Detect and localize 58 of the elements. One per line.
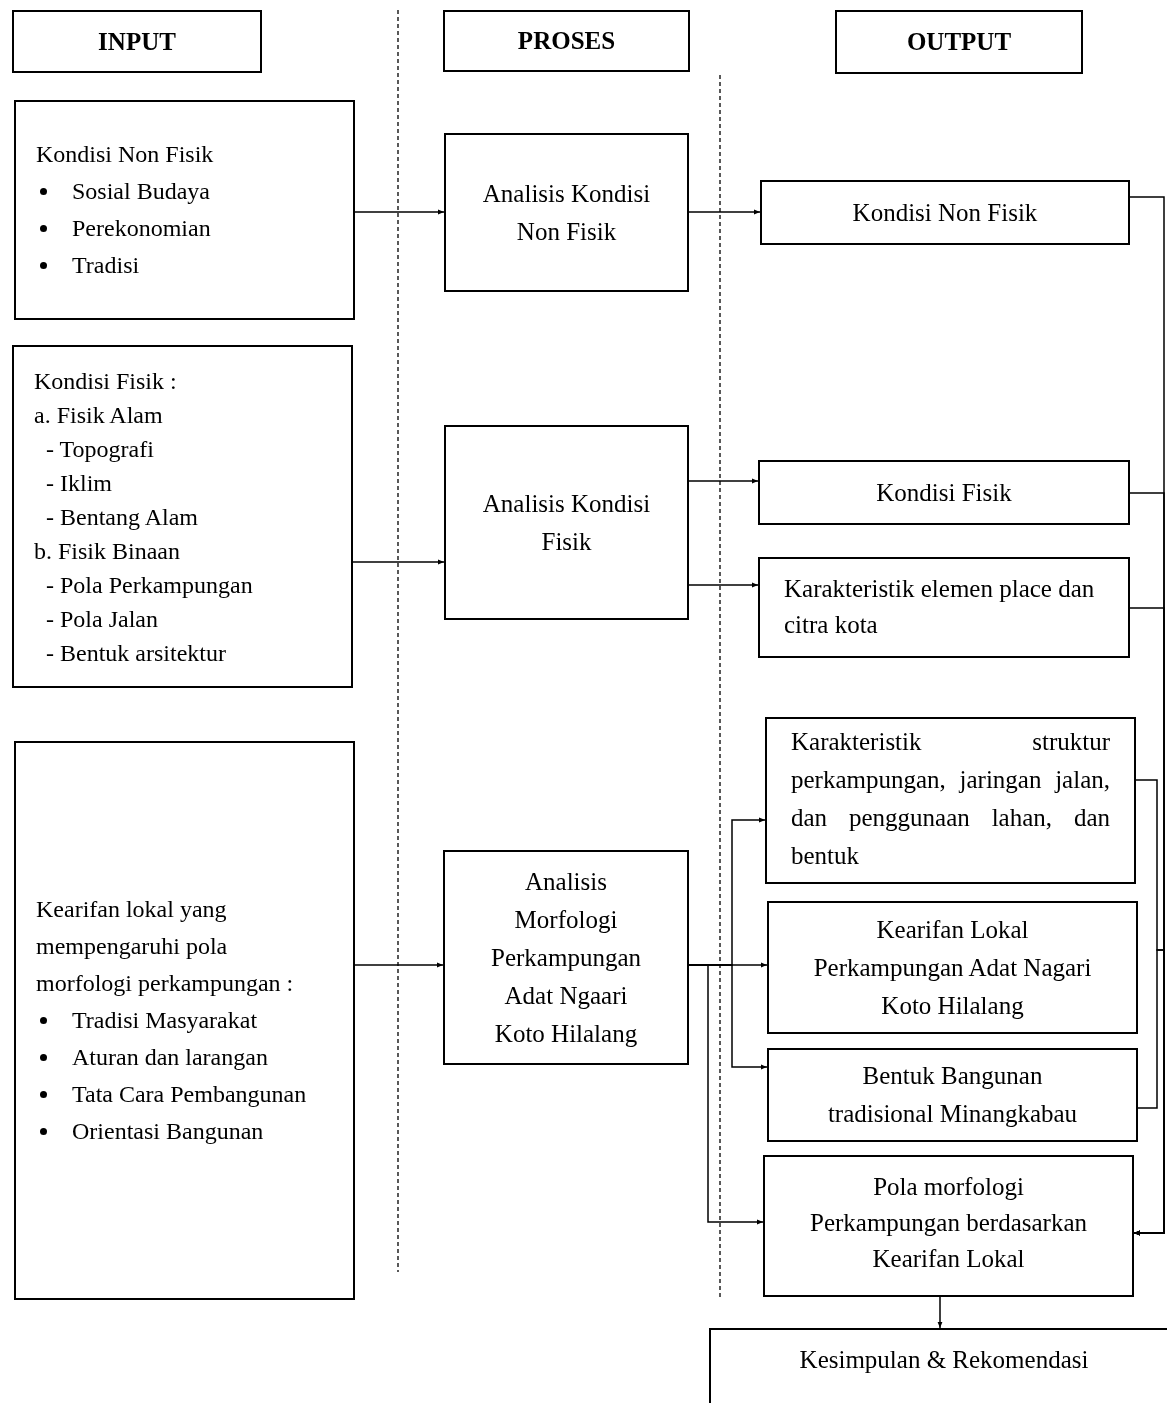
output-box [760,180,1130,245]
node-text: Tata Cara Pembangunan [72,1080,307,1109]
output-box [767,1048,1138,1142]
arrow [688,964,764,1225]
arrow [688,582,759,588]
node-text: Tradisi [72,251,140,280]
node-text: Kearifan Lokal Perkampungan Adat Nagari Koto Hilalang [813,914,1092,1021]
node-text: Analisis Kondisi Fisik [481,488,652,557]
arrow [937,1296,943,1329]
node-text: - Bentuk arsitektur [45,638,227,668]
output-box [758,557,1130,658]
process-box [444,425,689,620]
arrow [688,209,761,215]
node-text: Analisis Morfologi Perkampungan Adat Ngaari Koto Hilalang [490,866,642,1049]
output-box [758,460,1130,525]
node-text: PROSES [517,26,616,57]
node-text: Bentuk Bangunan tradisional Minangkabau [826,1061,1079,1129]
node-text: - Topografi [45,434,155,464]
node-text: Kondisi Fisik [876,477,1012,508]
node-text: - Iklim [45,468,113,498]
input-box [14,741,355,1300]
process-box [444,133,689,292]
node-text: Orientasi Bangunan [72,1117,264,1146]
column-header [835,10,1083,74]
node-text: Kearifan lokal yang mempengaruhi pola morfologi perkampungan : [36,895,295,998]
output-box [763,1155,1134,1297]
node-text: Pola morfologi Perkampungan berdasarkan Kearifan Lokal [809,1172,1088,1274]
node-text: Aturan dan larangan [72,1043,268,1072]
arrow [354,962,444,968]
column-header [443,10,690,72]
node-text: INPUT [98,26,176,57]
node-text: Karakteristik struktur perkampungan, jaringan jalan, dan penggunaan lahan, dan bentuk [791,727,1110,871]
output-box [765,717,1136,884]
arrow [1133,949,1165,1236]
node-text: Perekonomian [72,214,211,243]
node-text: Kondisi Non Fisik [852,197,1038,228]
output-box [767,901,1138,1034]
node-text: Sosial Budaya [72,177,210,206]
node-text: Tradisi Masyarakat [72,1006,258,1035]
node-text: Kondisi Fisik : [34,366,178,396]
column-header [12,10,262,73]
arrow [688,478,759,484]
node-text: OUTPUT [906,27,1012,58]
arrow [352,559,445,565]
process-box [443,850,689,1065]
input-box [12,345,353,688]
node-text: Kondisi Non Fisik [36,140,215,169]
arrow [354,209,445,215]
node-text: b. Fisik Binaan [34,536,181,566]
node-text: Karakteristik elemen place dan citra kota [784,574,1096,640]
input-box [14,100,355,320]
node-text: Kesimpulan & Rekomendasi [799,1345,1089,1375]
node-text: - Pola Perkampungan [45,570,254,600]
node-text: - Bentang Alam [45,502,199,532]
node-text: - Pola Jalan [45,604,159,634]
node-text: a. Fisik Alam [34,400,164,430]
conclusion-box [709,1328,1167,1403]
node-text: Analisis Kondisi Non Fisik [481,178,652,247]
